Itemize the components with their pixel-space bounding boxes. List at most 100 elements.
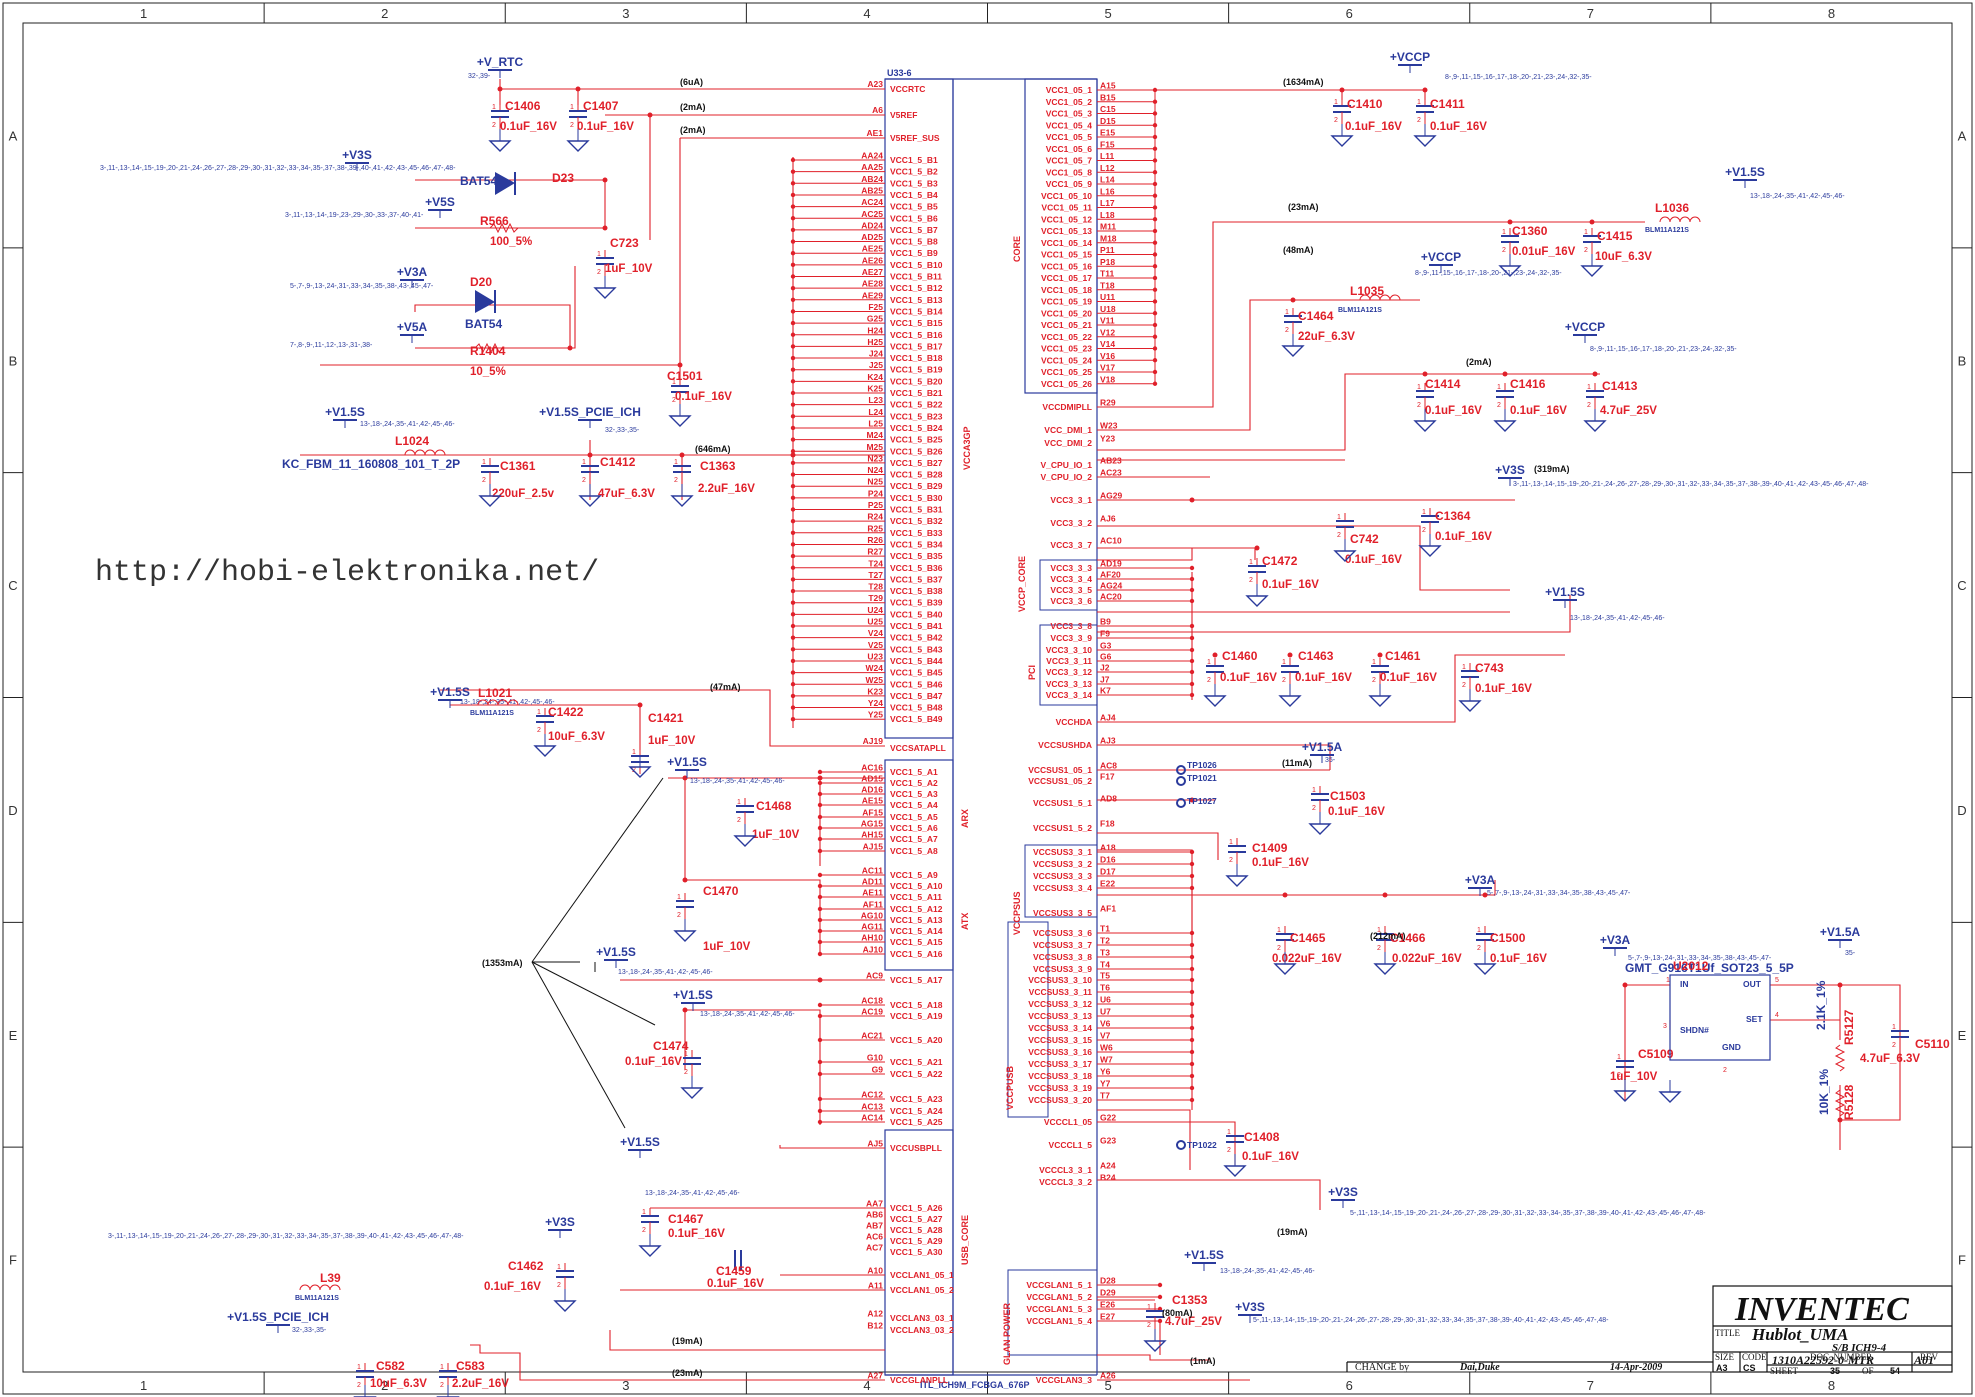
- ref-l39: L39: [320, 1271, 341, 1285]
- pin-ball: AA24: [861, 151, 883, 161]
- cap-ref-c1464: C1464: [1298, 309, 1334, 323]
- pin-ball: T4: [1100, 960, 1110, 970]
- net-xref: 13-,18-,24-,35-,41-,42-,45-,46-: [645, 1190, 740, 1197]
- power-net-v3s: +V3S: [342, 148, 372, 162]
- pin-name: VCCGLAN3_3: [1036, 1375, 1092, 1385]
- net-xref: 5-,7-,9-,13-,24-,31-,33-,34-,35-,38-,43-…: [290, 283, 434, 290]
- pin-name: VCC1_5_A5: [890, 812, 938, 822]
- cap-value-c1360: 0.01uF_16V: [1512, 246, 1576, 258]
- ground-icon: [638, 1245, 662, 1257]
- pin-name: VCC1_5_B8: [890, 237, 938, 247]
- pin-name: VCC1_5_B49: [890, 714, 943, 724]
- cap-ref-c5110: C5110: [1915, 1037, 1950, 1051]
- current-dmi: (48mA): [1283, 245, 1314, 255]
- val-l1036: BLM11A121S: [1645, 227, 1689, 234]
- regulator-pin-in: IN: [1680, 979, 1689, 989]
- pin-ball: T27: [868, 570, 883, 580]
- pin-ball: N23: [867, 453, 883, 463]
- cap-pin2: 2: [482, 477, 486, 484]
- regulator-part: GMT_G916T1Uf_SOT23_5_5P: [1625, 961, 1794, 975]
- cap-value-c1472: 0.1uF_16V: [1262, 579, 1319, 591]
- pin-ball: E22: [1100, 879, 1115, 889]
- pin-ball: L16: [1100, 186, 1115, 196]
- pin-ball: AC25: [861, 209, 883, 219]
- pin-name: VCC1_5_A1: [890, 767, 938, 777]
- grid-row-right: D: [1957, 803, 1966, 818]
- pin-name: VCC1_05_10: [1041, 191, 1092, 201]
- power-net-v_rtc: +V_RTC: [477, 55, 524, 69]
- junction-dot: [1157, 1318, 1163, 1324]
- pin-ball: A18: [1100, 843, 1116, 853]
- pin-ball: L23: [868, 395, 883, 405]
- pin-name: VCC1_5_B36: [890, 563, 943, 573]
- pin-ball: AC8: [1100, 761, 1117, 771]
- pin-name: VCC1_5_B5: [890, 202, 938, 212]
- cap-ref-c1408: C1408: [1244, 1130, 1280, 1144]
- ground-icon: [593, 287, 617, 299]
- junction-dot: [1282, 892, 1288, 898]
- pin-ball: L17: [1100, 198, 1115, 208]
- power-net-v15s: +V1.5S: [1725, 165, 1765, 179]
- pin-ball: V16: [1100, 351, 1115, 361]
- net-xref: 3-,11-,13-,14-,15-,19-,20-,21-,24-,26-,2…: [100, 165, 456, 172]
- pin-ball: AC20: [1100, 592, 1122, 602]
- ground-icon: [566, 140, 590, 152]
- cap-pin2: 2: [674, 477, 678, 484]
- cap-ref-c1467: C1467: [668, 1212, 704, 1226]
- pin-name: VCC1_5_B24: [890, 423, 943, 433]
- pin-name: VCC1_05_12: [1041, 214, 1092, 224]
- pin-name: VCC1_5_A19: [890, 1011, 943, 1021]
- title-name: Hublot_UMA: [1751, 1325, 1848, 1344]
- junction-dot: [1837, 1117, 1843, 1123]
- title-changed-by: Dai,Duke: [1459, 1362, 1500, 1373]
- cap-pin1: 1: [1377, 927, 1381, 934]
- pin-name: VCC1_5_A21: [890, 1057, 943, 1067]
- power-net-v5a: +V5A: [397, 320, 428, 334]
- pin-ball: L18: [1100, 210, 1115, 220]
- junction-dots: [497, 86, 1843, 1123]
- cap-ref-c1459: C1459: [716, 1264, 752, 1278]
- pin-ball: T29: [868, 593, 883, 603]
- cap-value-c1464: 22uF_6.3V: [1298, 331, 1355, 343]
- cap-pin1: 1: [1207, 659, 1211, 666]
- pin-name: VCCGLAN1_5_2: [1026, 1292, 1092, 1302]
- junction-dot: [1157, 1294, 1163, 1300]
- junction-dot: [1339, 87, 1345, 93]
- pin-ball: AA7: [866, 1199, 883, 1209]
- junction-dot: [679, 452, 685, 458]
- pin-ball: AD8: [1100, 794, 1117, 804]
- pin-ball: AC6: [866, 1232, 883, 1242]
- pin-ball: K7: [1100, 686, 1111, 696]
- pin-ball: AJ15: [863, 842, 884, 852]
- current-vcc105: (1634mA): [1283, 77, 1324, 87]
- pin-ball: V25: [868, 640, 883, 650]
- pin-ball: M24: [866, 430, 883, 440]
- cap-pin2: 2: [1207, 677, 1211, 684]
- pin-name: VCC1_05_11: [1041, 203, 1092, 213]
- cap-pin2: 2: [557, 1282, 561, 1289]
- pin-ball: V12: [1100, 327, 1115, 337]
- cap-pin2: 2: [1372, 677, 1376, 684]
- cap-pin1: 1: [1617, 1054, 1621, 1061]
- pin-name: VCC_DMI_2: [1044, 438, 1092, 448]
- pin-ball: AJ3: [1100, 736, 1116, 746]
- pin-ball: AE15: [862, 796, 884, 806]
- ref-l1021: L1021: [478, 686, 512, 700]
- ground-icon: [1278, 695, 1302, 707]
- ground-icon: [578, 495, 602, 507]
- pin-name: VCC1_5_B10: [890, 260, 943, 270]
- pin-ball: F18: [1100, 819, 1115, 829]
- pin-ball: T18: [1100, 280, 1115, 290]
- ref-r5127: R5127: [1842, 1009, 1856, 1045]
- pin-name: VCC1_5_A4: [890, 800, 938, 810]
- cap-ref-c1463: C1463: [1298, 649, 1334, 663]
- pin-ball: AJ19: [863, 736, 884, 746]
- pin-name: VCCLAN3_03_1: [890, 1313, 954, 1323]
- junction-dot: [1507, 219, 1513, 225]
- cap-pin1: 1: [557, 1264, 561, 1271]
- pin-name: VCC1_5_A13: [890, 915, 943, 925]
- cap-pin2: 2: [1337, 532, 1341, 539]
- pin-name: VCC1_5_A11: [890, 892, 942, 902]
- cap-pin1: 1: [597, 251, 601, 258]
- capacitors: 12C14060.1uF_16V12C14070.1uF_16V12C7231u…: [356, 97, 1950, 1390]
